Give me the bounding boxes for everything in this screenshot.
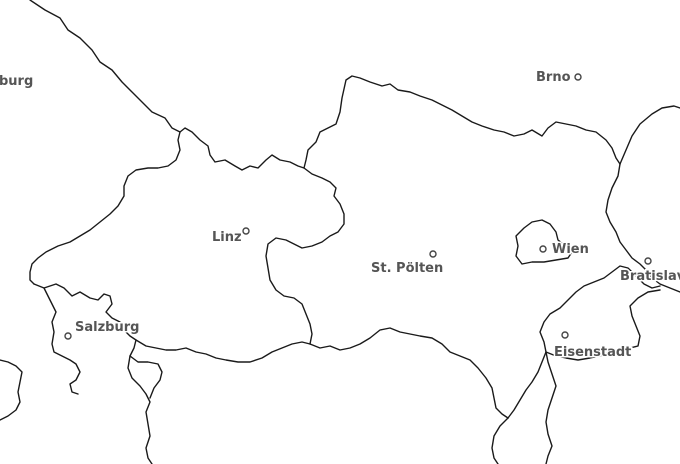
city-marker-linz bbox=[242, 227, 250, 235]
city-label-eisenstadt: Eisenstadt bbox=[554, 345, 631, 360]
city-label-salzburg-edge: burg bbox=[0, 74, 33, 89]
border-west-fragment bbox=[0, 359, 23, 421]
border-east-slovakia bbox=[619, 105, 680, 165]
city-marker-bratislava bbox=[644, 257, 652, 265]
border-upper-austria-south bbox=[135, 339, 311, 363]
city-marker-st-poelten bbox=[429, 250, 437, 258]
border-upper-austria-west bbox=[29, 131, 181, 285]
border-upper-lower-austria bbox=[265, 167, 345, 345]
city-label-salzburg: Salzburg bbox=[75, 320, 139, 335]
border-salzburg-south bbox=[129, 355, 163, 399]
border-vienna bbox=[515, 219, 573, 265]
border-salzburg bbox=[33, 283, 81, 395]
border-burgenland-hungary bbox=[545, 289, 661, 361]
border-salzburg-north bbox=[43, 283, 153, 464]
border-burgenland-north bbox=[507, 265, 661, 419]
city-label-brno: Brno bbox=[536, 70, 571, 85]
city-marker-wien bbox=[539, 245, 547, 253]
city-marker-brno bbox=[574, 73, 582, 81]
border-northwest bbox=[29, 0, 181, 133]
border-burgenland-south bbox=[545, 351, 557, 464]
city-label-wien: Wien bbox=[552, 242, 589, 257]
border-southeast bbox=[491, 417, 509, 464]
border-lower-austria-south bbox=[309, 327, 509, 419]
city-label-st-poelten: St. Pölten bbox=[371, 261, 443, 276]
city-label-bratislava: Bratislav bbox=[620, 269, 680, 284]
city-label-linz: Linz bbox=[212, 230, 242, 245]
border-north bbox=[179, 75, 621, 171]
city-marker-eisenstadt bbox=[561, 331, 569, 339]
border-march bbox=[605, 163, 680, 293]
city-marker-salzburg bbox=[64, 332, 72, 340]
